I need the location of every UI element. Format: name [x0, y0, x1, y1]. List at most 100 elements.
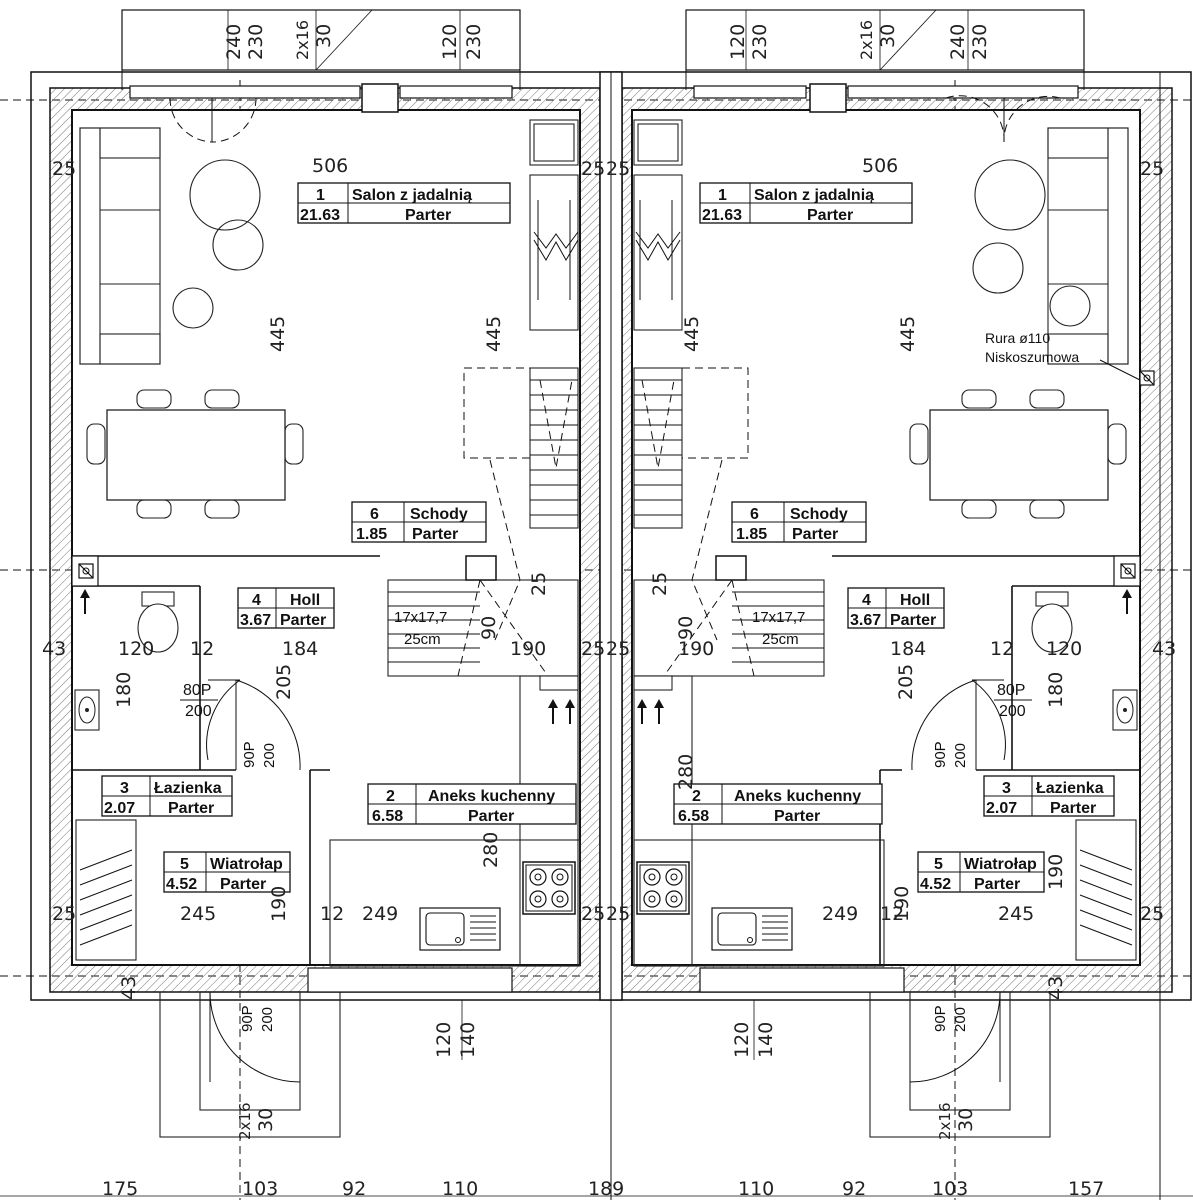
svg-text:280: 280	[480, 832, 502, 868]
svg-text:43: 43	[118, 976, 140, 1000]
svg-text:184: 184	[890, 638, 926, 660]
svg-text:2x16: 2x16	[936, 1102, 954, 1140]
svg-text:205: 205	[895, 664, 917, 700]
chimney-note: Rura ø110 Niskoszumowa	[985, 330, 1155, 386]
svg-text:190: 190	[510, 638, 546, 660]
svg-text:25: 25	[606, 903, 630, 925]
svg-text:2: 2	[692, 788, 701, 805]
svg-text:3.67: 3.67	[850, 612, 881, 629]
svg-text:Aneks kuchenny: Aneks kuchenny	[734, 788, 861, 805]
svg-text:Holl: Holl	[290, 592, 320, 609]
svg-text:5: 5	[180, 856, 189, 873]
dim-top-l-30: 30	[313, 24, 335, 48]
svg-text:25: 25	[52, 158, 76, 180]
svg-text:Łazienka: Łazienka	[154, 780, 222, 797]
svg-text:Wiatrołap: Wiatrołap	[210, 856, 283, 873]
svg-text:Parter: Parter	[220, 876, 266, 893]
staircase	[387, 367, 579, 677]
svg-text:12: 12	[190, 638, 214, 660]
svg-text:120: 120	[731, 1022, 753, 1058]
svg-text:249: 249	[822, 903, 858, 925]
staircase	[633, 367, 825, 677]
svg-text:25: 25	[1140, 158, 1164, 180]
svg-text:Aneks kuchenny: Aneks kuchenny	[428, 788, 555, 805]
svg-text:6: 6	[370, 506, 379, 523]
svg-text:Parter: Parter	[412, 526, 458, 543]
sofa	[79, 127, 161, 365]
dim-top-r-240: 240	[947, 24, 969, 60]
svg-text:92: 92	[842, 1178, 866, 1200]
svg-text:157: 157	[1068, 1178, 1104, 1200]
svg-text:6.58: 6.58	[678, 808, 709, 825]
svg-text:103: 103	[242, 1178, 278, 1200]
svg-text:80P: 80P	[997, 682, 1025, 699]
svg-text:200: 200	[261, 743, 278, 768]
svg-text:25: 25	[581, 638, 605, 660]
svg-text:120: 120	[118, 638, 154, 660]
svg-text:43: 43	[1045, 976, 1067, 1000]
svg-text:Parter: Parter	[1050, 800, 1096, 817]
svg-text:Parter: Parter	[468, 808, 514, 825]
svg-text:190: 190	[1045, 854, 1067, 890]
svg-text:103: 103	[932, 1178, 968, 1200]
svg-text:190: 190	[891, 886, 913, 922]
dim-top-r-120: 120	[727, 24, 749, 60]
svg-text:200: 200	[952, 1007, 969, 1032]
svg-text:245: 245	[180, 903, 216, 925]
room-label-holl-left: 4 Holl 3.67 Parter	[237, 587, 335, 629]
svg-text:120: 120	[1046, 638, 1082, 660]
door-tags: 80P 200 90P 200 90P 200 80P 200 90P 200 …	[180, 682, 1032, 1032]
svg-text:25: 25	[528, 572, 550, 596]
svg-text:4.52: 4.52	[920, 876, 951, 893]
svg-text:17x17,7: 17x17,7	[394, 609, 447, 626]
svg-text:3: 3	[1002, 780, 1011, 797]
svg-text:6: 6	[750, 506, 759, 523]
svg-text:140: 140	[755, 1022, 777, 1058]
svg-text:Parter: Parter	[280, 612, 326, 629]
svg-text:5: 5	[934, 856, 943, 873]
svg-text:25: 25	[606, 638, 630, 660]
dining-set	[909, 389, 1127, 519]
room-label-lazienka-right: 3 Łazienka 2.07 Parter	[983, 775, 1115, 817]
svg-text:25: 25	[606, 158, 630, 180]
room-label-lazienka-left: 3 Łazienka 2.07 Parter	[101, 775, 233, 817]
room-label-salon-left: 1 Salon z jadalnią 21.63 Parter	[297, 182, 511, 224]
top-window-bay-right	[685, 9, 1085, 113]
svg-text:30: 30	[955, 1108, 977, 1132]
svg-text:205: 205	[273, 664, 295, 700]
svg-text:445: 445	[267, 316, 289, 352]
svg-text:2.07: 2.07	[986, 800, 1017, 817]
room-label-aneks-right: 2 Aneks kuchenny 6.58 Parter	[673, 783, 883, 825]
svg-text:90P: 90P	[239, 1005, 256, 1032]
bottom-window-dims: 120 140 120 140 2x16 30 2x16 30	[236, 1000, 977, 1140]
svg-text:249: 249	[362, 903, 398, 925]
svg-text:25: 25	[649, 572, 671, 596]
dim-top-l-230: 230	[245, 24, 267, 60]
svg-text:90P: 90P	[932, 741, 949, 768]
svg-text:Parter: Parter	[974, 876, 1020, 893]
dim-top-l-230b: 230	[463, 24, 485, 60]
svg-text:180: 180	[113, 672, 135, 708]
svg-text:43: 43	[42, 638, 66, 660]
dim-top-r-2x16: 2x16	[857, 20, 876, 60]
svg-text:25: 25	[1140, 903, 1164, 925]
svg-text:180: 180	[1045, 672, 1067, 708]
svg-text:Parter: Parter	[405, 207, 451, 224]
room-label-schody-right: 6 Schody 1.85 Parter	[731, 501, 867, 543]
svg-text:4: 4	[252, 592, 261, 609]
unit-left	[71, 97, 581, 1138]
unit-right	[633, 95, 1141, 1138]
svg-text:90P: 90P	[241, 741, 258, 768]
round-table-large	[189, 159, 261, 231]
dim-top-l-240: 240	[223, 24, 245, 60]
svg-text:21.63: 21.63	[702, 207, 742, 224]
svg-text:4: 4	[862, 592, 871, 609]
stair-notes: 17x17,7 25cm 17x17,7 25cm	[394, 609, 805, 648]
svg-text:Parter: Parter	[890, 612, 936, 629]
dim-top-r-230: 230	[749, 24, 771, 60]
svg-text:25: 25	[581, 158, 605, 180]
bottom-dimension-row: 175 103 92 110 189 110 92 103 157	[0, 1178, 1193, 1200]
round-table-small	[172, 287, 214, 329]
outer-walls	[30, 71, 1192, 1200]
